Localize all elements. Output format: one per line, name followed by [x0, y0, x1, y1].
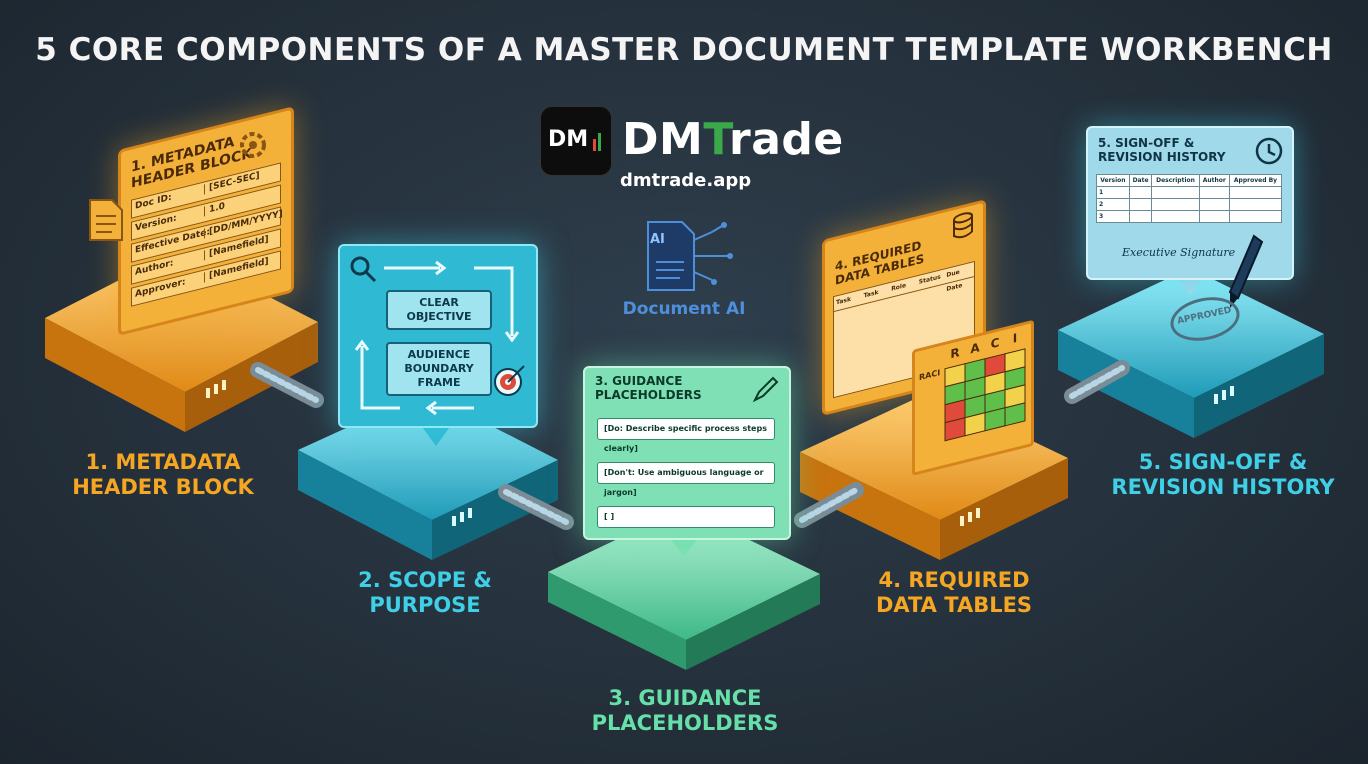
- raci-grid: [944, 348, 1026, 442]
- guidance-field[interactable]: [ ]: [597, 506, 775, 528]
- document-icon: [89, 199, 123, 241]
- page-title: 5 CORE COMPONENTS OF A MASTER DOCUMENT T…: [35, 32, 1333, 68]
- executive-signature: Executive Signature: [1122, 246, 1236, 259]
- clear-objective-box: CLEAR OBJECTIVE: [386, 290, 492, 330]
- signoff-card-title: 5. SIGN-OFF &REVISION HISTORY: [1098, 136, 1226, 164]
- chart-bars-icon: [593, 133, 601, 151]
- component-label-5: 5. SIGN-OFF &REVISION HISTORY: [1111, 450, 1335, 499]
- database-icon: [953, 212, 973, 239]
- brand-url[interactable]: dmtrade.app: [620, 170, 752, 191]
- pen-icon: [1228, 234, 1264, 308]
- magnifier-icon: [350, 256, 377, 283]
- platform-3: [548, 508, 820, 670]
- platform-5: [1058, 268, 1324, 438]
- target-icon: [494, 365, 525, 396]
- dmtrade-logo: DM: [540, 106, 612, 176]
- ai-icon-text: AI: [650, 232, 665, 247]
- component-label-2: 2. SCOPE &PURPOSE: [358, 568, 492, 617]
- table-row: 2: [1096, 198, 1282, 211]
- guidance-field[interactable]: [Don't: Use ambiguous language or jargon…: [597, 462, 775, 497]
- document-ai-icon: [647, 221, 733, 291]
- platform-1: [45, 250, 318, 432]
- brand-name: DMTrade: [622, 114, 844, 165]
- history-clock-icon: [1255, 137, 1283, 165]
- pencil-icon: [752, 376, 779, 403]
- gear-icon: [240, 132, 266, 158]
- document-ai-label: Document AI: [622, 299, 746, 319]
- guidance-field[interactable]: [Do: Describe specific process steps cle…: [597, 418, 775, 453]
- flow-arrows-icon: [354, 260, 520, 416]
- table-row: 1: [1096, 186, 1282, 199]
- table-row: 3: [1096, 210, 1282, 223]
- connector-cables: [250, 360, 1130, 530]
- raci-matrix-card: RACI R A C I: [912, 319, 1034, 476]
- logo-text: DM: [548, 127, 589, 152]
